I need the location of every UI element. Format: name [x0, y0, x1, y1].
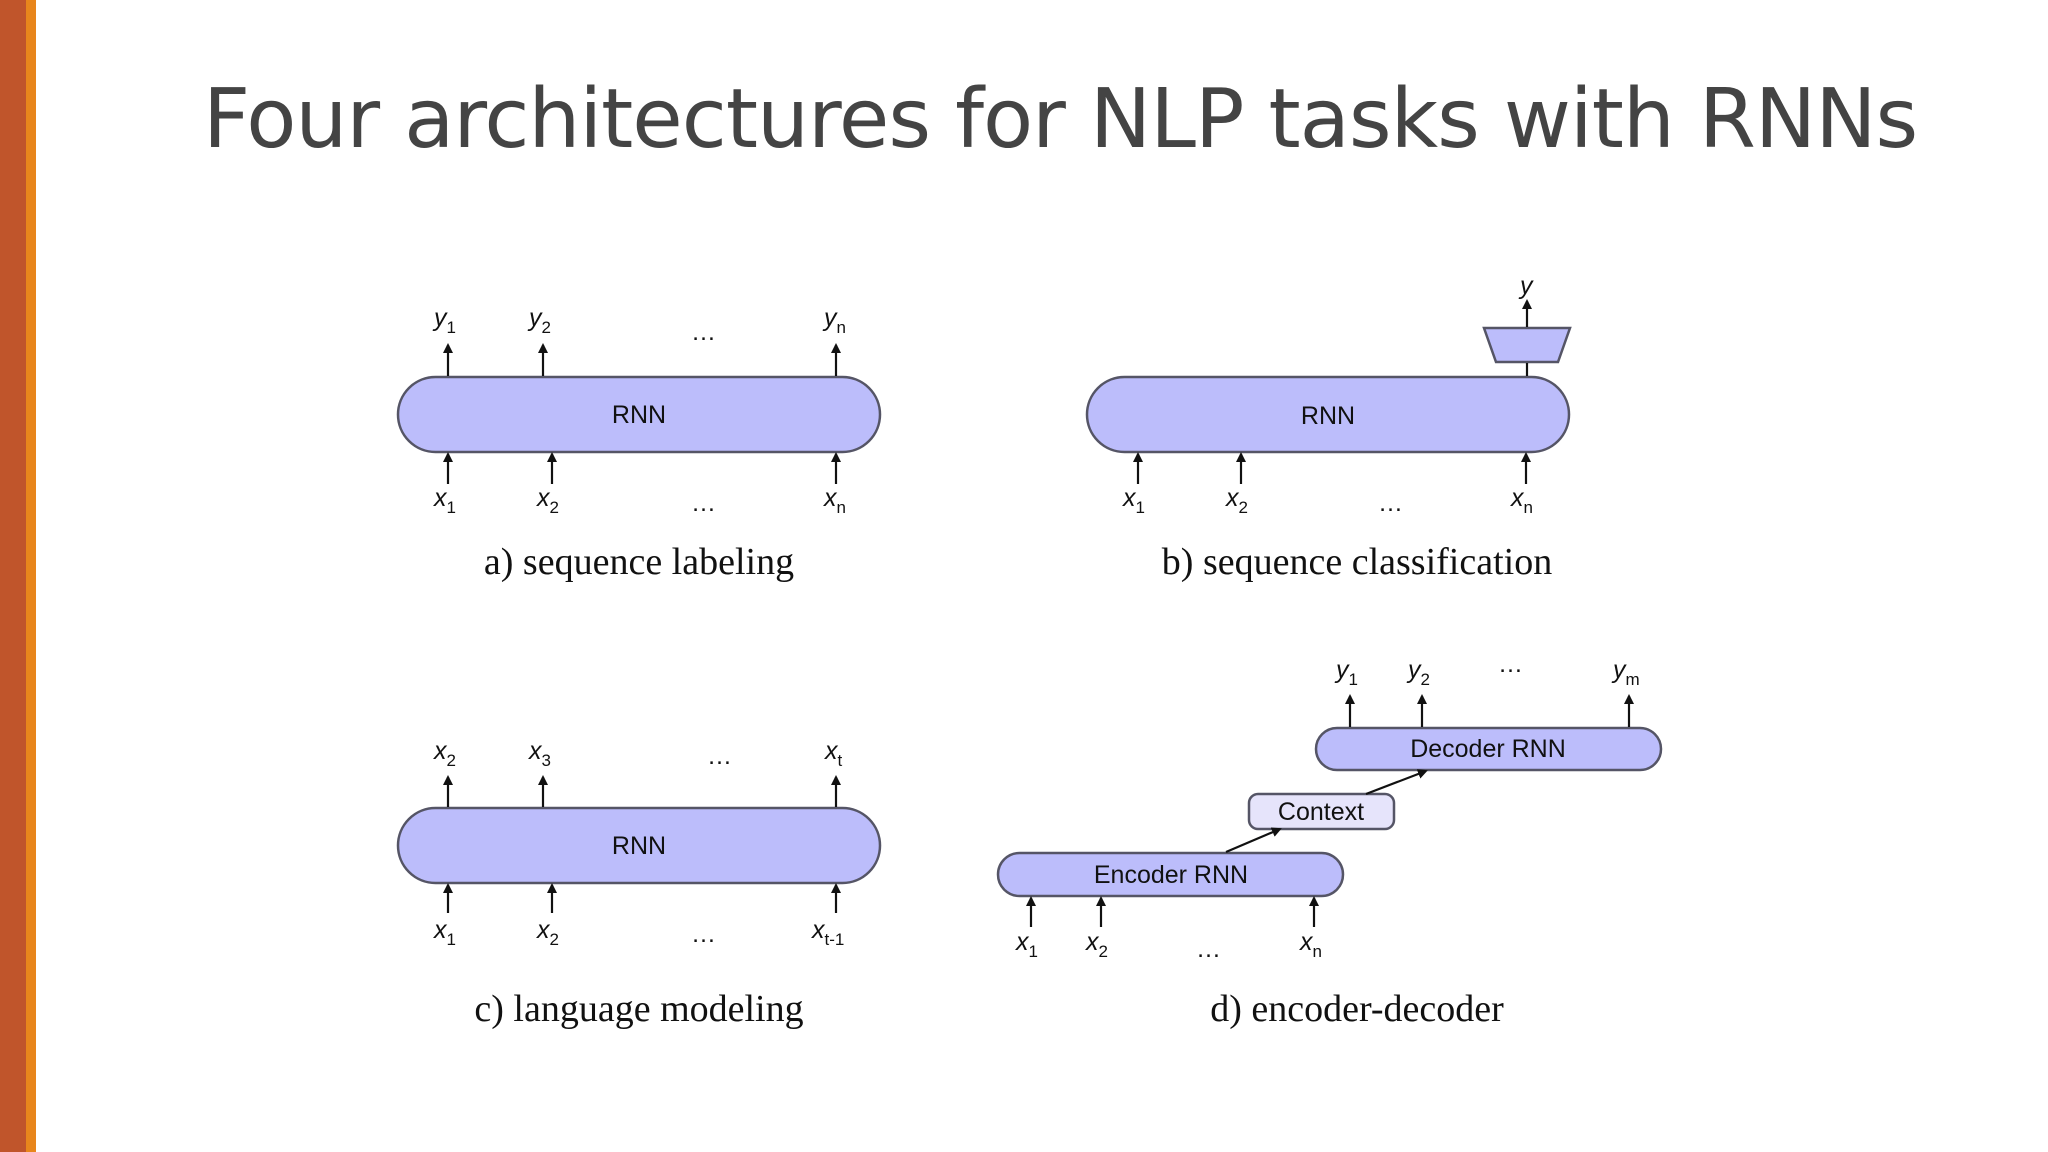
input-label: xn — [1510, 484, 1533, 517]
encoder-box — [996, 851, 1345, 898]
input-ellipsis: … — [1378, 489, 1403, 517]
output-label: y2 — [527, 304, 551, 337]
accent-bar-inner — [26, 0, 36, 1152]
input-label: x1 — [433, 916, 456, 949]
output-label: xt — [824, 737, 843, 770]
output-label: ym — [1611, 656, 1640, 689]
input-label: xn — [823, 484, 846, 517]
panel-caption: b) sequence classification — [1162, 541, 1552, 583]
input-ellipsis: … — [691, 489, 716, 517]
rnn-box — [1085, 375, 1571, 454]
panel-sequence-labeling: RNN y1 y2 … yn x1 x2 … xn a) sequence la… — [396, 304, 882, 583]
input-ellipsis: … — [691, 920, 716, 948]
decoder-label: Decoder RNN — [1410, 735, 1566, 763]
input-label: x2 — [536, 916, 559, 949]
output-label: y — [1518, 272, 1534, 300]
panel-caption: a) sequence labeling — [484, 541, 794, 583]
classifier-head — [1482, 326, 1572, 364]
rnn-box — [396, 375, 882, 454]
panel-language-modeling: RNN x2 x3 … xt x1 x2 … xt-1 c) language … — [396, 737, 882, 1030]
encoder-to-context-arrow — [1225, 827, 1282, 854]
input-label: x1 — [433, 484, 456, 517]
output-ellipsis: … — [691, 318, 716, 346]
rnn-label: RNN — [612, 401, 666, 429]
panel-caption: d) encoder-decoder — [1210, 988, 1504, 1030]
input-label: x1 — [1122, 484, 1145, 517]
input-label: xn — [1299, 928, 1322, 961]
panel-caption: c) language modeling — [474, 988, 803, 1030]
encoder-label: Encoder RNN — [1094, 861, 1248, 889]
output-label: yn — [822, 304, 846, 337]
context-box — [1247, 792, 1396, 831]
output-ellipsis: … — [707, 742, 732, 770]
panel-sequence-classification: RNN y x1 x2 … xn b) sequence classificat… — [1085, 272, 1572, 583]
input-label: x2 — [536, 484, 559, 517]
output-label: x3 — [528, 737, 551, 770]
output-ellipsis: … — [1498, 650, 1523, 678]
slide-title: Four architectures for NLP tasks with RN… — [203, 72, 1918, 167]
output-label: x2 — [433, 737, 456, 770]
context-to-decoder-arrow — [1365, 769, 1428, 796]
input-label: xt-1 — [811, 916, 844, 949]
rnn-box — [396, 806, 882, 885]
input-label: x2 — [1225, 484, 1248, 517]
input-ellipsis: … — [1196, 935, 1221, 963]
input-label: x1 — [1015, 928, 1038, 961]
output-label: y1 — [1334, 656, 1358, 689]
context-label: Context — [1278, 798, 1364, 826]
input-label: x2 — [1085, 928, 1108, 961]
panel-encoder-decoder: Decoder RNN Context Encoder RNN y1 y2 … … — [996, 650, 1663, 1030]
decoder-box — [1314, 726, 1663, 772]
output-label: y1 — [432, 304, 456, 337]
rnn-label: RNN — [612, 832, 666, 860]
rnn-label: RNN — [1301, 402, 1355, 430]
output-label: y2 — [1406, 656, 1430, 689]
